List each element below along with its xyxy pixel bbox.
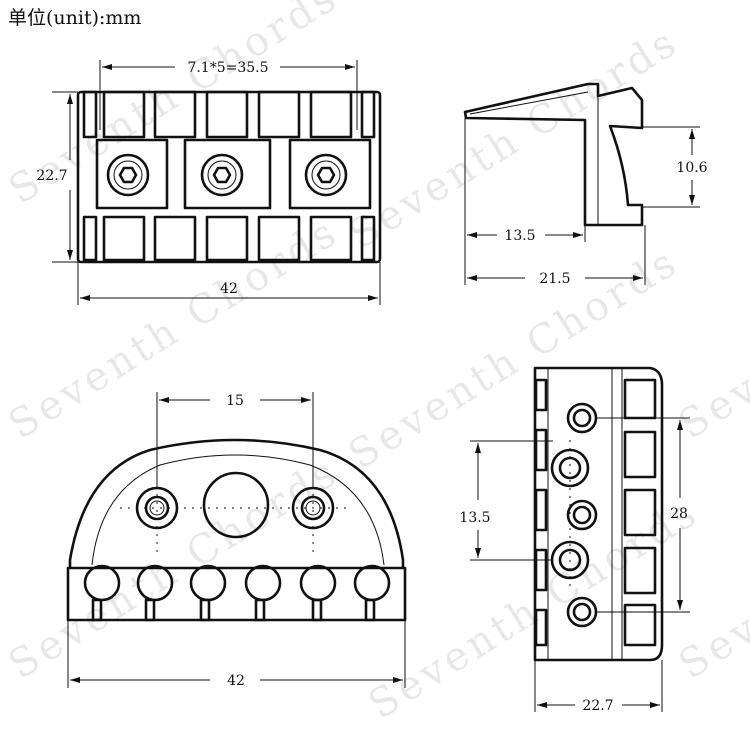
dimension-label: 13.5 [459, 510, 490, 526]
dimension-label: 21.5 [539, 271, 570, 287]
hex-screw-icon [200, 153, 244, 197]
watermark: Seventh Chords [1, 208, 347, 448]
watermark: Seventh Chords [671, 208, 750, 448]
dimension-label: 10.6 [676, 160, 707, 176]
watermark: Seventh Chords [671, 448, 750, 688]
bottom-view: 13.5 28 22.7 [459, 366, 690, 714]
watermark: Seventh Chords [341, 18, 687, 258]
dimension-label: 28 [670, 506, 688, 522]
watermark: Seventh Chords [341, 238, 687, 478]
top-view: 7.1*5=35.5 22.7 42 [36, 60, 382, 305]
dimension-label: 15 [226, 393, 244, 409]
dimension-label: 22.7 [36, 168, 67, 184]
dimension-label: 42 [227, 673, 245, 689]
dimension-label: 42 [220, 281, 238, 297]
hex-screw-icon [304, 153, 348, 197]
dimension-label: 7.1*5=35.5 [187, 60, 268, 76]
dimension-label: 13.5 [504, 228, 535, 244]
string-hole-icon [566, 499, 598, 531]
side-view: 10.6 13.5 21.5 [463, 82, 708, 287]
unit-label: 单位(unit):mm [8, 7, 141, 29]
center-hole [202, 471, 270, 539]
dimension-label: 22.7 [582, 698, 613, 714]
hex-screw-icon [106, 153, 150, 197]
string-hole-icon [566, 402, 598, 434]
front-view: 15 42 [66, 392, 407, 689]
